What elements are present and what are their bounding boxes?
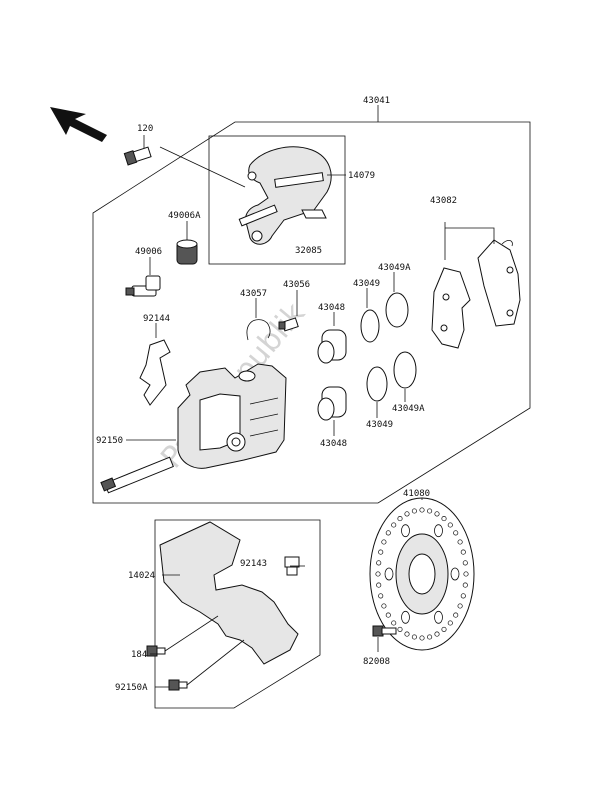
rotor-hole	[453, 530, 459, 536]
rotor-hole	[434, 631, 440, 637]
label-92143: 92143	[240, 559, 267, 569]
rotor-hole	[404, 511, 410, 517]
rotor-hole	[397, 516, 403, 522]
label-14024: 14024	[128, 571, 155, 581]
rotor-hole	[419, 507, 425, 513]
label-43082: 43082	[430, 196, 457, 206]
label-43041: 43041	[363, 96, 390, 106]
rotor-hole	[457, 603, 463, 609]
pad-spring-32085	[301, 209, 327, 219]
label-49006: 49006	[135, 247, 162, 257]
bolt-184	[146, 645, 166, 657]
label-43049-bottom: 43049	[366, 420, 393, 430]
rotor-hole	[460, 549, 466, 555]
brake-rotor-41080	[369, 497, 475, 651]
label-43049a-top: 43049A	[378, 263, 411, 273]
rotor-holes	[375, 507, 469, 641]
label-92150a: 92150A	[115, 683, 148, 693]
rotor-hole	[391, 522, 397, 528]
bolt-82008	[372, 625, 397, 637]
rotor-hole	[375, 571, 381, 577]
bolt-92150a	[168, 679, 188, 691]
label-43048-bottom: 43048	[320, 439, 347, 449]
rotor-hole	[381, 603, 387, 609]
rotor-hole	[391, 620, 397, 626]
slide-pin-49006	[125, 275, 161, 297]
caliper-bracket-14079	[238, 146, 332, 245]
direction-arrow-icon	[50, 107, 107, 142]
rotor-hole	[397, 626, 403, 632]
rotor-hole	[427, 634, 433, 640]
label-92150: 92150	[96, 436, 123, 446]
rotor-hole	[460, 593, 466, 599]
label-43049-top: 43049	[353, 279, 380, 289]
rotor-hole	[441, 626, 447, 632]
rotor-hole	[411, 634, 417, 640]
dust-boot-49006a	[176, 239, 198, 265]
rotor-hole	[385, 530, 391, 536]
slide-pin-92150	[100, 456, 174, 494]
rotor-hole	[411, 508, 417, 514]
label-43049a-bottom: 43049A	[392, 404, 425, 414]
disc-cover-box	[154, 519, 321, 709]
rotor-hole	[378, 549, 384, 555]
label-49006a: 49006A	[168, 211, 201, 221]
bolt-92143	[284, 556, 300, 576]
bleed-valve-43056	[278, 317, 299, 332]
rotor-hole	[447, 620, 453, 626]
seal-43049a-top	[385, 292, 409, 328]
rotor-cutout	[384, 567, 394, 581]
pad-spring-92144	[139, 339, 171, 406]
bleed-cap-43057	[246, 319, 271, 341]
label-82008: 82008	[363, 657, 390, 667]
caliper-assembly-outline	[92, 121, 531, 504]
label-43057: 43057	[240, 289, 267, 299]
rotor-cutout	[450, 567, 460, 581]
rotor-cutout	[434, 610, 443, 624]
rotor-hole	[457, 539, 463, 545]
rotor-hole	[434, 511, 440, 517]
rotor-hole	[463, 571, 469, 577]
rotor-hole	[378, 593, 384, 599]
label-14079: 14079	[348, 171, 375, 181]
rotor-hole	[441, 516, 447, 522]
disc-cover-14024	[159, 521, 299, 665]
rotor-hole	[427, 508, 433, 514]
rotor-hole	[404, 631, 410, 637]
rotor-hole	[462, 560, 468, 566]
label-41080: 41080	[403, 489, 430, 499]
label-184: 184	[131, 650, 147, 660]
label-120: 120	[137, 124, 153, 134]
rotor-cutout	[434, 524, 443, 538]
rotor-hole	[462, 582, 468, 588]
rotor-cutout	[401, 524, 410, 538]
seal-43049-top	[360, 309, 380, 343]
brake-pads-43082	[431, 239, 521, 349]
seal-43049-bottom	[366, 366, 388, 402]
rotor-hole	[453, 612, 459, 618]
piston-43048-top	[317, 329, 347, 364]
bolt-120	[123, 146, 152, 166]
seal-43049a-bottom	[393, 351, 417, 389]
label-32085: 32085	[295, 246, 322, 256]
label-43056: 43056	[283, 280, 310, 290]
label-92144: 92144	[143, 314, 170, 324]
rotor-hole	[376, 582, 382, 588]
label-43048-top: 43048	[318, 303, 345, 313]
rotor-hole	[376, 560, 382, 566]
rotor-hole	[419, 635, 425, 641]
rotor-hole	[447, 522, 453, 528]
caliper-body	[177, 363, 287, 469]
rotor-hole	[385, 612, 391, 618]
bracket-subassembly-box	[208, 135, 346, 265]
rotor-hole	[381, 539, 387, 545]
piston-43048-bottom	[317, 386, 347, 421]
rotor-cutout	[401, 610, 410, 624]
